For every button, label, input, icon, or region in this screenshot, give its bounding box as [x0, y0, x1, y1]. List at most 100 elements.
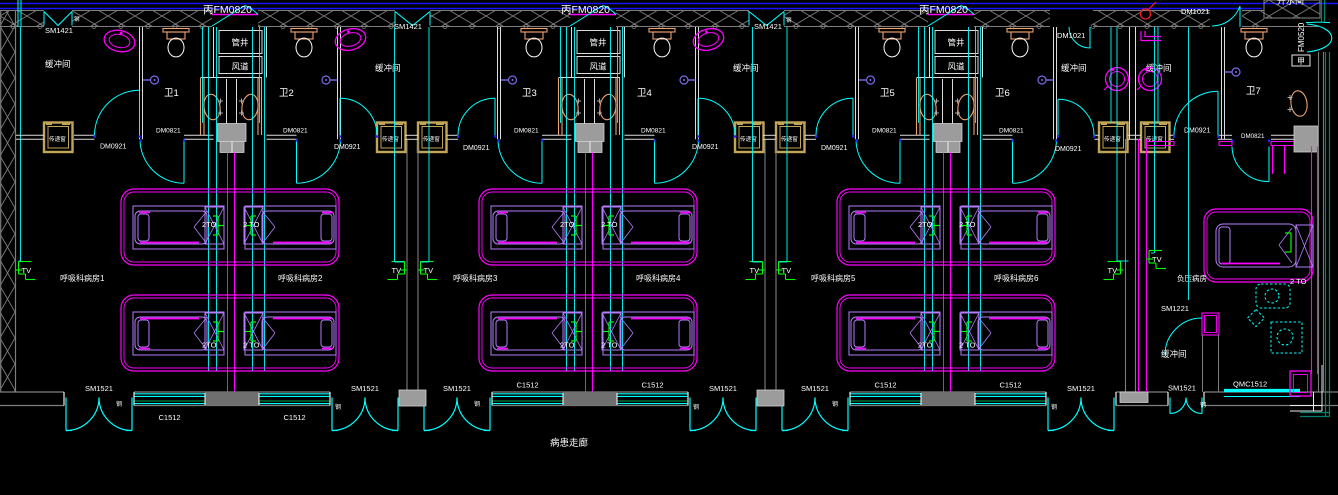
tv-ward-left-1: TV — [15, 260, 36, 281]
pass-window-box: 传递窗 — [733, 121, 765, 154]
door-swing — [697, 97, 736, 136]
label-bed-outlet-np: 2 TO — [1290, 277, 1307, 286]
label-ward-door-2: SM1521 — [351, 384, 379, 393]
label-tv: TV — [1108, 266, 1118, 275]
label-bed-outlet-1-0-r: 2 TO — [243, 220, 260, 229]
label-buffer-door-r1: DM0921 — [1055, 146, 1082, 153]
label-window-2-1: C1512 — [517, 381, 539, 390]
shower-head-symbol — [1037, 75, 1054, 85]
label-bed-outlet-1-0-l: 2TO — [202, 220, 217, 229]
washbasin-symbol — [919, 93, 937, 121]
label-ward-right-2: 呼吸科病房4 — [636, 273, 681, 283]
label-buffer-r2: 缓冲间 — [1146, 63, 1172, 73]
round-basin-symbol — [1103, 66, 1130, 92]
door-swing — [339, 97, 378, 136]
label-bath-right-3: 卫6 — [995, 88, 1010, 99]
door-swing — [139, 139, 185, 184]
label-top-door-1: SM1421 — [45, 26, 73, 35]
label-top-door-2: SM1421 — [394, 22, 422, 31]
steel-mark-top-1: 钢 — [74, 15, 80, 23]
bed-unit: 2TO — [490, 311, 583, 356]
tv-ward-left-2: TV — [417, 260, 438, 281]
label-ward-door-6: SM1521 — [1067, 384, 1095, 393]
label-ward-right-1: 呼吸科病房2 — [278, 273, 323, 283]
tv-ward-right-1: TV — [387, 260, 408, 281]
label-grade-mark: 甲 — [1297, 57, 1305, 66]
label-tv: TV — [424, 266, 434, 275]
label-ward-right-3: 呼吸科病房6 — [994, 273, 1039, 283]
steel-mark-2: 钢 — [335, 403, 341, 411]
label-pass-window: 传递窗 — [382, 135, 399, 143]
door-swing — [1057, 98, 1095, 136]
toilet-symbol — [878, 27, 906, 58]
toilet-symbol — [290, 27, 318, 58]
label-buffer-0: 缓冲间 — [45, 59, 71, 69]
label-pass-window: 传递窗 — [423, 135, 440, 143]
tv-ward-right-2: TV — [745, 260, 766, 281]
label-window-2-2: C1512 — [642, 381, 664, 390]
label-buffer-door-r: DM0921 — [1184, 128, 1211, 135]
washbasin-symbol — [241, 93, 259, 121]
label-tv: TV — [782, 266, 792, 275]
pass-window-box: 传递窗 — [1097, 121, 1129, 154]
washbasin-symbol — [561, 93, 579, 121]
label-buffer-door-r-2: DM0921 — [821, 145, 848, 152]
sink-symbol — [692, 27, 725, 52]
label-entry-buffer: 缓冲间 — [1161, 349, 1187, 359]
label-pass-window: 传递窗 — [49, 135, 66, 143]
washbasin-symbol — [1290, 90, 1308, 117]
toilet-symbol — [1006, 27, 1034, 58]
label-dm1021-left: DM1021 — [1057, 31, 1085, 40]
shower-head-symbol — [321, 75, 338, 85]
label-window-3-1: C1512 — [875, 381, 897, 390]
bed-unit: 2TO — [132, 205, 225, 250]
steel-mark-r: 钢 — [1200, 401, 1206, 409]
label-ward-door-3: SM1521 — [443, 384, 471, 393]
label-bath-door-r-2: DM0821 — [641, 128, 666, 135]
label-bed-outlet-3-0-l: 2TO — [918, 220, 933, 229]
shower-head-symbol — [501, 75, 518, 85]
pass-window-box: 传递窗 — [1139, 121, 1171, 154]
washbasin-symbol — [957, 93, 975, 121]
double-door-swing — [65, 397, 133, 432]
pass-window-box: 传递窗 — [416, 121, 448, 154]
toilet-symbol — [162, 27, 190, 58]
label-top-door-3: SM1421 — [754, 22, 782, 31]
label-pass-window: 传递窗 — [740, 135, 757, 143]
double-door-swing — [331, 397, 399, 432]
label-bed-outlet-1-1-l: 2TO — [202, 341, 217, 350]
double-door-top — [394, 11, 431, 27]
door-swing — [1012, 139, 1057, 184]
label-window-1-1: C1512 — [159, 413, 181, 422]
bed-unit: 2TO — [848, 205, 941, 250]
door-swing — [654, 139, 699, 184]
toilet-symbol — [648, 27, 676, 58]
label-tv: TV — [392, 266, 402, 275]
label-bath-door-r-1: DM0821 — [283, 128, 308, 135]
label-bath-door-l-2: DM0821 — [514, 128, 539, 135]
label-bath-door-r-3: DM0821 — [999, 128, 1024, 135]
label-bath-right-2: 卫4 — [637, 88, 652, 99]
tv-ward-right-3: TV — [1103, 260, 1124, 281]
bed-unit: 2 TO — [601, 205, 695, 250]
fire-door-symbol: 丙FM0820 — [203, 4, 259, 27]
label-bed-outlet-1-1-r: 2 TO — [243, 341, 260, 350]
label-ward-left-3: 呼吸科病房5 — [811, 273, 856, 283]
double-door-top — [748, 11, 785, 27]
bed-unit: 2 TO — [959, 311, 1053, 356]
label-bed-outlet-3-1-l: 2TO — [918, 341, 933, 350]
label-pipe-shaft-1: 管井 — [232, 38, 249, 48]
door-swing — [815, 97, 854, 136]
shower-head-symbol — [143, 75, 160, 85]
label-tv: TV — [22, 266, 32, 275]
label-bath-door-7: DM0821 — [1241, 133, 1265, 140]
sink-symbol — [103, 29, 136, 53]
bed-unit: 2TO — [490, 205, 583, 250]
bed-unit: 2TO — [132, 311, 225, 356]
label-bath-door-l-3: DM0821 — [872, 128, 897, 135]
double-door-top — [43, 11, 73, 27]
label-pass-window: 传递窗 — [781, 135, 798, 143]
round-basin-symbol — [1136, 66, 1163, 92]
label-buffer-r1: 缓冲间 — [1061, 63, 1087, 73]
double-door-swing — [689, 397, 757, 432]
